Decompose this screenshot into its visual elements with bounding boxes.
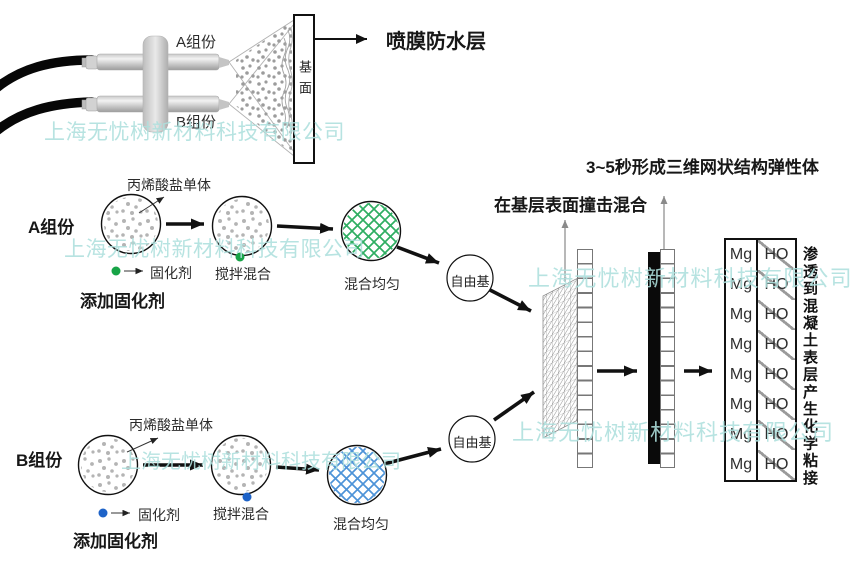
mg-column: Mg Mg Mg Mg Mg Mg Mg Mg [726, 240, 758, 480]
flow-b-circle-stir [210, 434, 272, 502]
substrate-panel: 基面 [293, 14, 315, 164]
curing-agent-a-callout [111, 266, 143, 276]
curing-agent-b-callout [98, 508, 130, 518]
hose-b [0, 97, 97, 135]
ho-cell: HO [758, 450, 795, 480]
flow-b-curing-agent-label: 固化剂 [138, 507, 180, 523]
penetration-caption: 渗透到混凝土表层产生化学粘接 [801, 246, 818, 487]
flow-a-circle-stir [211, 195, 273, 262]
flow-a-stir-label: 搅拌混合 [215, 266, 271, 282]
spray-cone [228, 19, 295, 157]
monomer-b-pointer-arrow [126, 437, 159, 453]
ho-cell: HO [758, 270, 795, 300]
spray-gun-assembly [81, 35, 229, 133]
mg-cell: Mg [729, 426, 753, 443]
flow-arrows [143, 218, 712, 475]
gun-label-component-a: A组份 [176, 34, 217, 51]
flow-a-mixed-label: 混合均匀 [344, 276, 400, 292]
flow-b-free-radical-label: 自由基 [452, 435, 492, 450]
flow-b-add-curing-label: 添加固化剂 [73, 532, 158, 551]
mg-cell: Mg [729, 306, 753, 323]
mg-cell: Mg [729, 396, 753, 413]
flow-b-monomer-label: 丙烯酸盐单体 [129, 417, 213, 433]
gun-label-component-b: B组份 [176, 114, 217, 131]
chemical-bond-table: Mg Mg Mg Mg Mg Mg Mg Mg HO HO HO HO HO H… [724, 238, 797, 482]
flow-b-mixed-label: 混合均匀 [333, 516, 389, 532]
mg-cell: Mg [729, 366, 753, 383]
elastomer-caption: 3~5秒形成三维网状结构弹性体 [586, 158, 819, 177]
flow-a-component-label: A组份 [28, 218, 75, 237]
monomer-a-pointer-arrow [138, 196, 165, 214]
elastomer-membrane-bar [648, 252, 660, 464]
hose-a [0, 55, 97, 92]
ho-cell: HO [758, 240, 795, 270]
flow-a-circle-mixed [340, 200, 402, 262]
flow-a-monomer-label: 丙烯酸盐单体 [127, 177, 211, 193]
impact-cell-column [577, 249, 593, 468]
mg-cell: Mg [729, 456, 753, 473]
flow-b-component-label: B组份 [16, 451, 63, 470]
elastomer-cell-column [660, 249, 675, 468]
mg-cell: Mg [729, 276, 753, 293]
impact-mix-mesh [542, 277, 579, 439]
substrate-label: 基面 [297, 60, 312, 102]
flow-b-stir-label: 搅拌混合 [213, 506, 269, 522]
flow-a-circle-free-radical [446, 254, 494, 302]
ho-cell: HO [758, 360, 795, 390]
ho-cell: HO [758, 300, 795, 330]
curing-dot-a-on-circle [235, 252, 245, 262]
mg-cell: Mg [729, 336, 753, 353]
flow-a-curing-agent-label: 固化剂 [150, 265, 192, 281]
impact-mix-caption: 在基层表面撞击混合 [494, 196, 647, 215]
flow-b-circle-mixed [326, 444, 388, 506]
mg-cell: Mg [729, 246, 753, 263]
ho-cell: HO [758, 330, 795, 360]
curing-dot-b-on-circle [242, 492, 252, 502]
spray-result-label: 喷膜防水层 [386, 31, 486, 53]
flow-b-circle-free-radical [448, 415, 496, 463]
flow-a-add-curing-label: 添加固化剂 [80, 292, 165, 311]
ho-cell: HO [758, 420, 795, 450]
ho-column: HO HO HO HO HO HO HO HO [758, 240, 795, 480]
flow-a-circle-monomer [100, 193, 162, 255]
ho-cell: HO [758, 390, 795, 420]
flow-a-free-radical-label: 自由基 [450, 274, 490, 289]
flow-b-circle-monomer [77, 434, 139, 496]
